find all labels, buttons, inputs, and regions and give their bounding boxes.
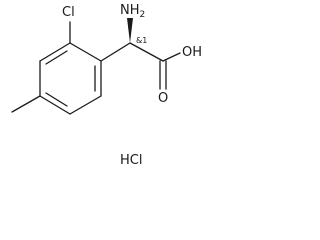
ring-bond-c5-c6	[69, 95, 102, 115]
counter-ion-label: HCl	[120, 153, 142, 168]
bond-alpha-carbonyl	[129, 42, 164, 62]
benzene-ring	[39, 42, 102, 115]
bond-ring-methyl	[11, 95, 41, 113]
ring-double-bond-c4-c5	[45, 92, 68, 107]
amine-label: NH2	[120, 3, 145, 20]
carbonyl-oxygen-label: O	[158, 91, 168, 106]
ring-bond-c1-c2	[69, 42, 102, 62]
bond-ring-alpha-carbon	[100, 42, 131, 62]
wedge-bond-amine	[127, 18, 133, 43]
chlorine-label: Cl	[62, 5, 75, 20]
bond-carbonyl-hydroxyl	[162, 52, 181, 62]
ring-bond-c2-c3	[39, 42, 71, 62]
structure-diagram: Cl NH2 &1 OH O HCl	[11, 3, 202, 168]
hydroxyl-label: OH	[182, 45, 202, 60]
stereo-descriptor: &1	[136, 36, 147, 45]
amine-element: NH	[120, 3, 140, 18]
ring-bond-c4-c5	[39, 95, 71, 115]
amine-subscript: 2	[140, 10, 146, 20]
ring-double-bond-c2-c3	[45, 50, 68, 65]
